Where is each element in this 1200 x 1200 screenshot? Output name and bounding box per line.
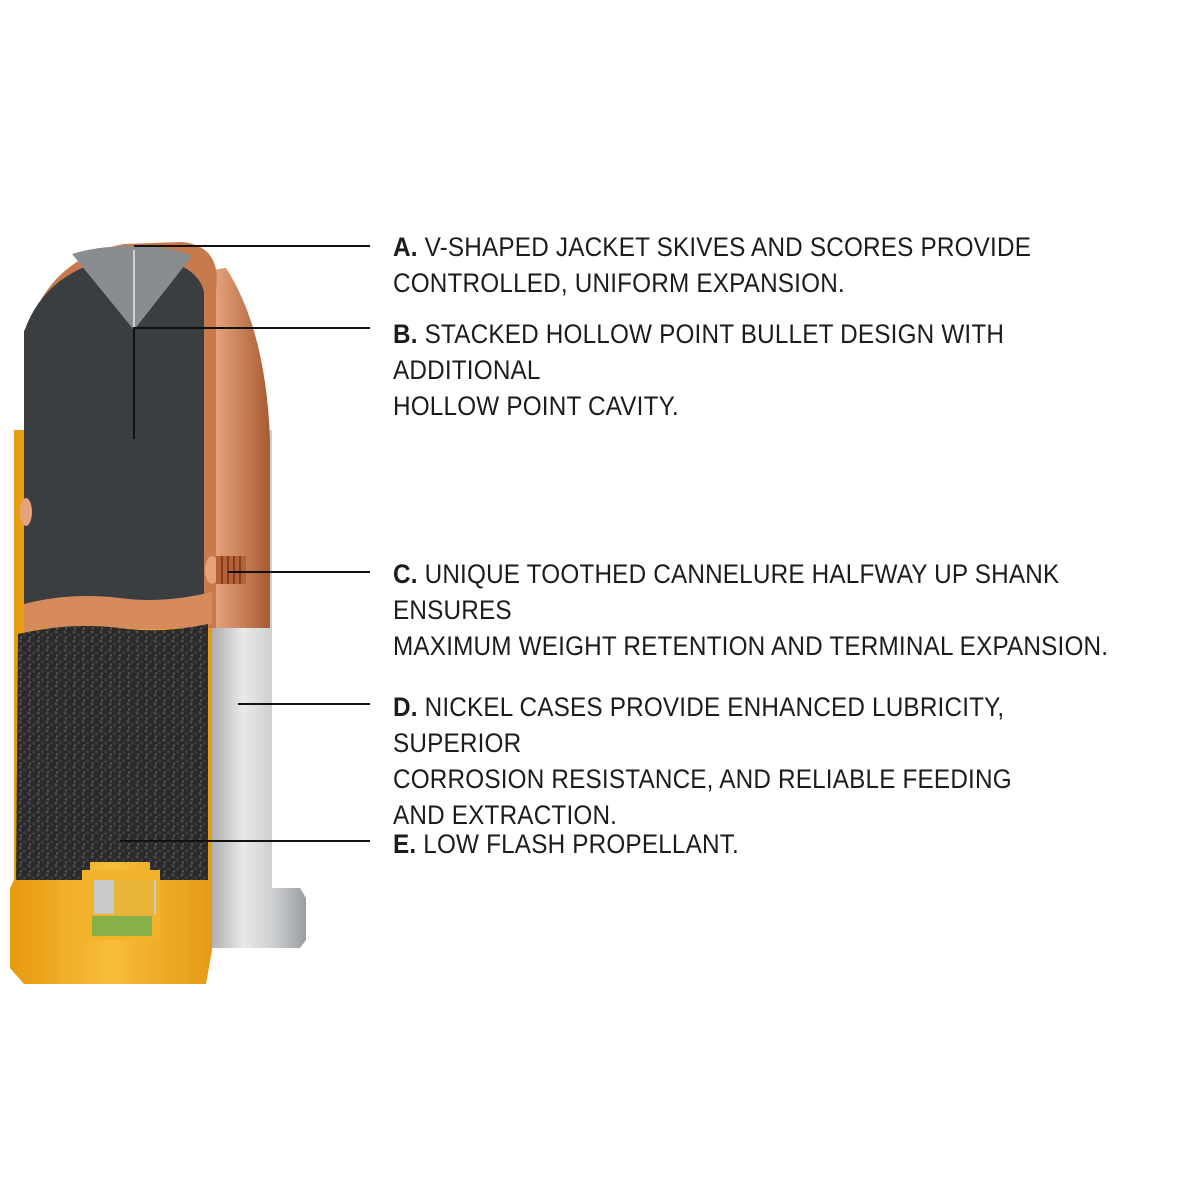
leader-line-b (134, 327, 370, 329)
callout-b-text: STACKED HOLLOW POINT BULLET DESIGN WITH … (393, 319, 1005, 421)
callout-d-letter: D. (393, 692, 418, 722)
hollow-point-cavity (72, 246, 192, 330)
leader-line-a (134, 245, 370, 247)
cannelure-left-edge (20, 498, 32, 526)
leader-line-e (120, 840, 370, 842)
bullet-base (24, 592, 212, 632)
callout-c-letter: C. (393, 559, 418, 589)
toothed-cannelure (205, 556, 246, 584)
leader-line-c (228, 571, 370, 573)
leader-line-d (238, 703, 370, 705)
callout-c: C. UNIQUE TOOTHED CANNELURE HALFWAY UP S… (393, 556, 1119, 664)
callout-a: A. V-SHAPED JACKET SKIVES AND SCORES PRO… (393, 229, 1031, 301)
callout-d: D. NICKEL CASES PROVIDE ENHANCED LUBRICI… (393, 689, 1119, 833)
callout-e-text: LOW FLASH PROPELLANT. (423, 829, 739, 859)
lead-core (24, 256, 204, 622)
propellant-powder (16, 624, 208, 880)
callout-d-text: NICKEL CASES PROVIDE ENHANCED LUBRICITY,… (393, 692, 1012, 830)
cartridge-cutaway-illustration (10, 242, 306, 984)
callout-e: E. LOW FLASH PROPELLANT. (393, 826, 739, 862)
callout-b-letter: B. (393, 319, 418, 349)
callout-b: B. STACKED HOLLOW POINT BULLET DESIGN WI… (393, 316, 1119, 424)
callout-e-letter: E. (393, 829, 417, 859)
callout-c-text: UNIQUE TOOTHED CANNELURE HALFWAY UP SHAN… (393, 559, 1109, 661)
primer (82, 870, 160, 940)
copper-jacket (180, 268, 270, 628)
callout-a-text: V-SHAPED JACKET SKIVES AND SCORES PROVID… (393, 232, 1032, 298)
leader-line-b-vertical (133, 327, 135, 439)
callout-a-letter: A. (393, 232, 418, 262)
